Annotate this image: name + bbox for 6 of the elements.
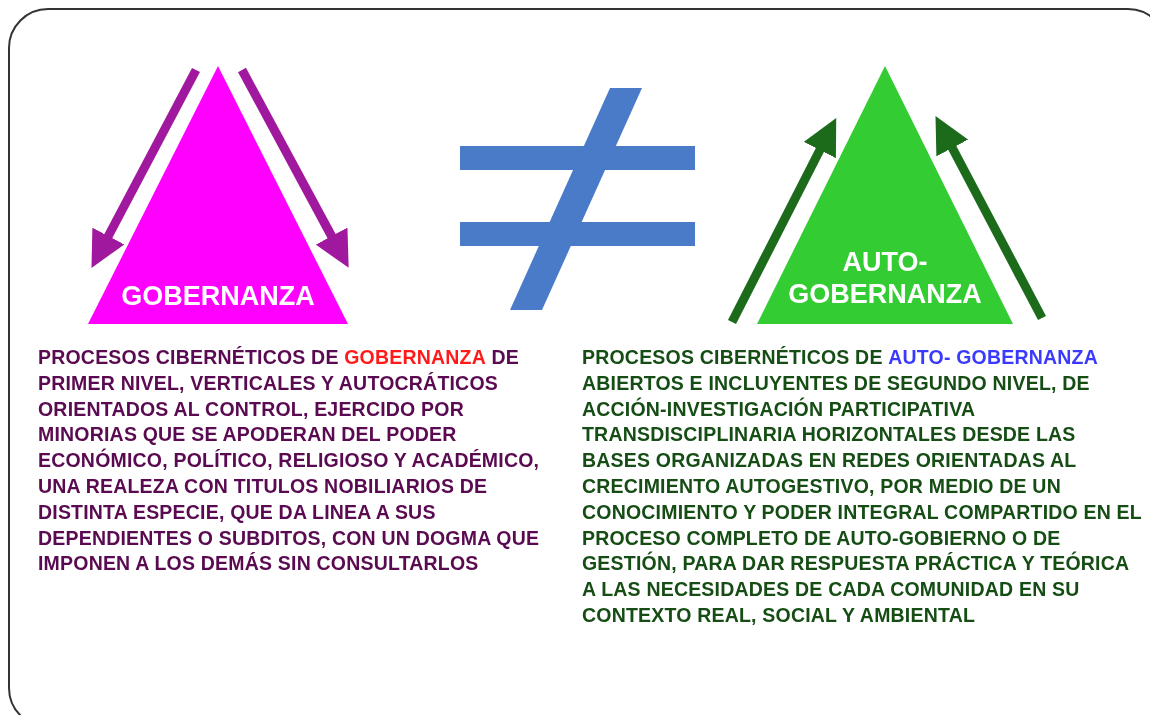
triangle-shape — [88, 66, 348, 324]
triangle-shape — [757, 66, 1013, 324]
description-paragraph: PROCESOS CIBERNÉTICOS DE GOBERNANZA DE PRIMER NIVEL, VERTICALES Y AUTOCRÁTICOS ORIENTADOS AL CONTROL, EJERCIDO POR MINORIAS QUE SE APODERAN DEL PODER ECONÓMICO, POLÍTICO, RELIGIOSO Y ACADÉMICO, UNA REALEZA CON TITULOS NOBILIARIOS DE DISTINTA ESPECIE, QUE DA LINEA A SUS DEPENDIENTES O SUBDITOS, CON UN DOGMA QUE IMPONEN A LOS DEMÁS SIN CONSULTARLOS — [38, 345, 541, 577]
triangle-label: AUTO- GOBERNANZA — [787, 246, 983, 310]
description-paragraph: PROCESOS CIBERNÉTICOS DE AUTO- GOBERNANZA ABIERTOS E INCLUYENTES DE SEGUNDO NIVEL, DE ACCIÓN-INVESTIGACIÓN PARTICIPATIVA TRANSDISCIPLINARIA HORIZONTALES DESDE LAS BASES ORGANIZADAS EN REDES ORIENTADAS AL CRECIMIENTO AUTOGESTIVO, POR MEDIO DE UN CONOCIMIENTO Y PODER INTEGRAL COMPARTIDO EN EL PROCESO COMPLETO DE AUTO-GOBIERNO O DE GESTIÓN, PARA DAR RESPUESTA PRÁCTICA Y TEÓRICA A LAS NECESIDADES DE CADA COMUNIDAD EN SU CONTEXTO REAL, SOCIAL Y AMBIENTAL — [582, 345, 1142, 628]
triangle-label: GOBERNANZA — [120, 280, 316, 312]
